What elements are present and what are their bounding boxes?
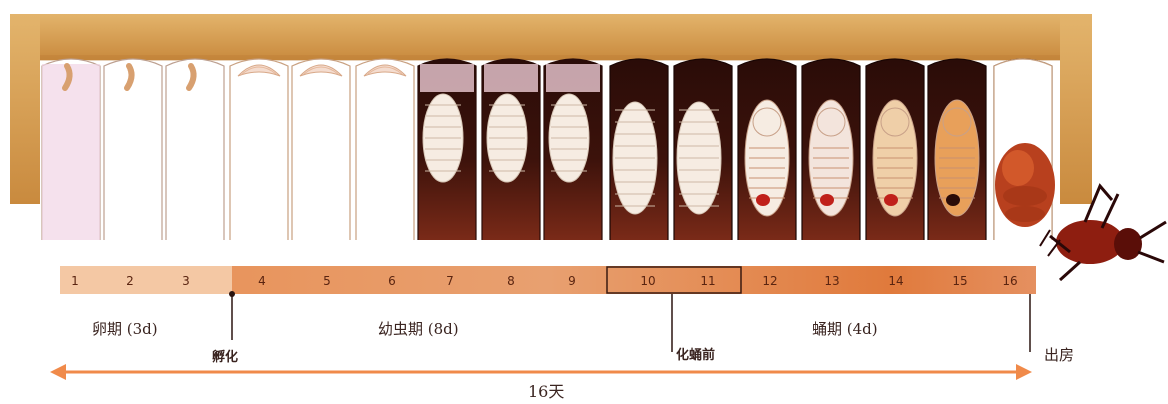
pupa-eye (884, 194, 898, 206)
day-number: 13 (812, 274, 852, 288)
day-number: 9 (552, 274, 592, 288)
brood-cell (928, 59, 986, 240)
brood-cell (610, 59, 668, 240)
brood-cell (738, 59, 796, 240)
total-duration-label: 16天 (528, 378, 564, 402)
brood-cell (482, 59, 540, 240)
day-number: 4 (242, 274, 282, 288)
egg-stage-label: 卵期 (3d) (92, 318, 158, 339)
emerge-label: 出房 (1044, 344, 1074, 365)
prepupa-label: 化蛹前 (676, 344, 715, 363)
day-number: 10 (628, 274, 668, 288)
day-number: 8 (491, 274, 531, 288)
day-number: 6 (372, 274, 412, 288)
larva-stage-label: 幼虫期 (8d) (378, 318, 459, 339)
day-number: 12 (750, 274, 790, 288)
pupa-eye (946, 194, 960, 206)
brood-cell (674, 59, 732, 240)
day-number: 5 (307, 274, 347, 288)
hatch-label: 孵化 (212, 346, 238, 365)
day-number: 11 (688, 274, 728, 288)
pupa-eye (820, 194, 834, 206)
brood-cell (42, 59, 100, 240)
brood-cell (166, 59, 224, 240)
day-number: 2 (110, 274, 150, 288)
day-number: 1 (55, 274, 95, 288)
day-number: 14 (876, 274, 916, 288)
brood-cell (418, 59, 476, 240)
pupa-eye (756, 194, 770, 206)
brood-cell (230, 59, 288, 240)
brood-cell (544, 59, 602, 240)
day-number: 16 (990, 274, 1030, 288)
brood-cell (802, 59, 860, 240)
day-number: 7 (430, 274, 470, 288)
day-number: 15 (940, 274, 980, 288)
brood-cell (866, 59, 924, 240)
brood-cell (292, 59, 350, 240)
day-number: 3 (166, 274, 206, 288)
brood-cells (42, 59, 1052, 240)
brood-cell (104, 59, 162, 240)
pupa-stage-label: 蛹期 (4d) (812, 318, 878, 339)
brood-cell (356, 59, 414, 240)
stage-markers (229, 291, 1030, 352)
